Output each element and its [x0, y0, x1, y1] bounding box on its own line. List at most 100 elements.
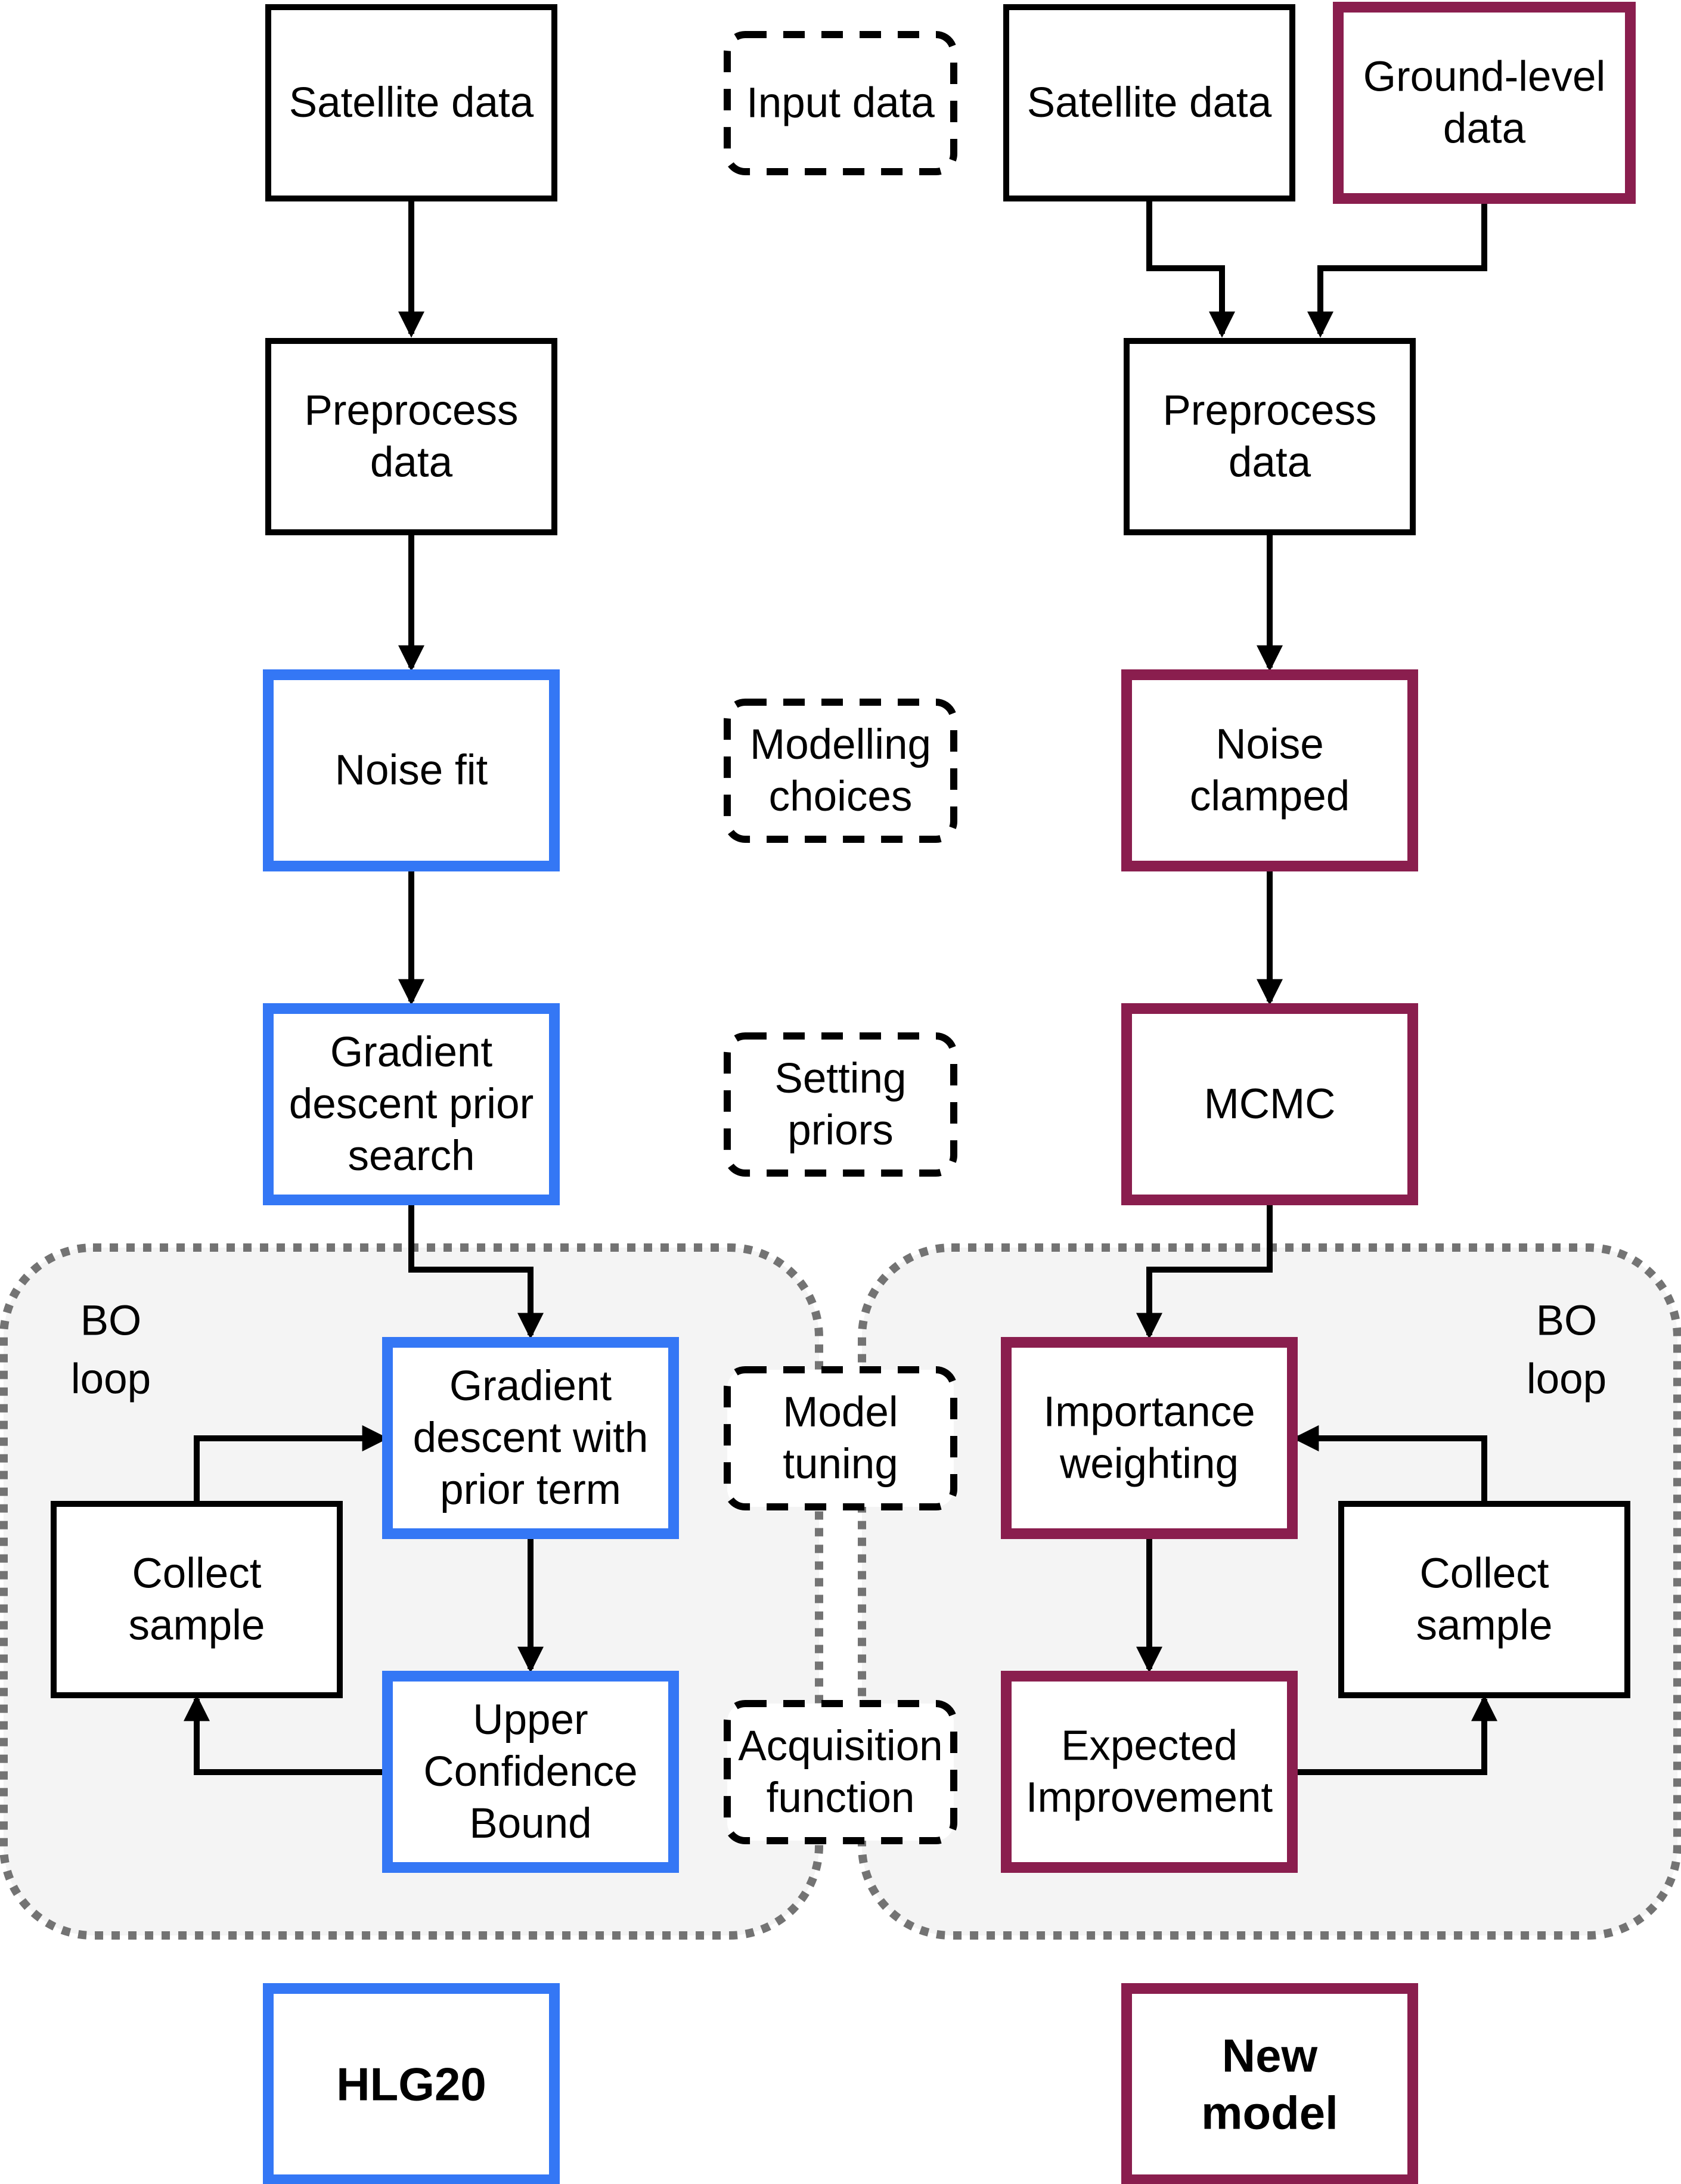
right-collect-sample-label-line-1: Collect — [1419, 1550, 1549, 1597]
mcmc-label: MCMC — [1204, 1081, 1336, 1128]
right-satellite-label: Satellite data — [1027, 79, 1272, 126]
model-tuning-label-line-2: tuning — [783, 1441, 898, 1488]
left-gd-prior-search-label-line-3: search — [348, 1133, 474, 1180]
ground-level-label-line-2: data — [1443, 106, 1526, 153]
edge-right-collect-to-importance — [1292, 1425, 1487, 1502]
left-noise-fit-node: Noise fit — [263, 669, 560, 871]
right-collect-sample-node: Collect sample — [1338, 1501, 1630, 1698]
left-collect-sample-label: Collect sample — [129, 1550, 265, 1649]
model-tuning-label-line-1: Model — [783, 1389, 898, 1436]
left-gd-prior-term-label-line-1: Gradient — [449, 1363, 612, 1410]
left-gd-prior-term-label-line-3: prior term — [440, 1466, 621, 1513]
noise-clamped-label-line-1: Noise — [1215, 721, 1324, 768]
left-ucb-label-line-1: Upper — [473, 1696, 588, 1744]
setting-priors-label: Setting priors — [774, 1055, 906, 1154]
left-collect-sample-label-line-1: Collect — [132, 1550, 261, 1597]
noise-clamped-label: Noise clamped — [1190, 721, 1350, 820]
left-bo-loop-label-line-2: loop — [71, 1356, 151, 1403]
model-tuning-label: Model tuning — [783, 1389, 898, 1488]
edge-left-gd-prior-search-to-gd-prior-term — [408, 1203, 544, 1339]
left-gd-prior-search-label-line-2: descent prior — [289, 1081, 534, 1128]
right-collect-sample-label: Collect sample — [1416, 1550, 1553, 1649]
importance-weighting-node: Importance weighting — [1001, 1337, 1298, 1539]
left-preprocess-label-line-2: data — [370, 439, 453, 486]
edge-left-ucb-to-collect-sample — [183, 1695, 384, 1775]
left-ucb-label-line-2: Confidence — [423, 1748, 637, 1795]
left-ucb-label-line-3: Bound — [469, 1800, 591, 1847]
hlg20-label: HLG20 — [336, 2058, 486, 2111]
right-satellite-node: Satellite data — [1003, 4, 1295, 201]
hlg20-label-line-1: HLG20 — [336, 2058, 486, 2111]
right-collect-sample-label-line-2: sample — [1416, 1602, 1553, 1649]
modelling-choices-label-line-1: Modelling — [750, 721, 931, 768]
left-satellite-node: Satellite data — [265, 4, 557, 201]
ground-level-label-line-1: Ground-level — [1363, 54, 1605, 101]
hlg20-model-node: HLG20 — [263, 1983, 560, 2184]
modelling-choices-label-line-2: choices — [769, 773, 913, 820]
input-data-label: Input data — [746, 80, 935, 127]
noise-clamped-node: Noise clamped — [1121, 669, 1418, 871]
left-satellite-label-line-1: Satellite data — [289, 79, 534, 126]
modelling-choices-label: Modelling choices — [750, 721, 931, 820]
left-bo-loop-label-line-1: BO — [80, 1298, 142, 1345]
edge-right-satellite-to-preprocess — [1146, 198, 1236, 338]
importance-weighting-label-line-2: weighting — [1059, 1441, 1239, 1488]
setting-priors-label-line-1: Setting — [774, 1055, 906, 1102]
input-data-category: Input data — [724, 31, 957, 175]
edge-right-ground-to-preprocess — [1307, 201, 1487, 338]
input-data-label-line-1: Input data — [746, 80, 935, 127]
ground-level-label: Ground-level data — [1363, 54, 1605, 153]
connectors — [183, 198, 1498, 1775]
new-model-label-line-1: New — [1222, 2030, 1318, 2082]
modelling-choices-category: Modelling choices — [724, 699, 957, 843]
left-gd-prior-search-label: Gradient descent prior search — [289, 1029, 534, 1180]
model-tuning-category: Model tuning — [724, 1366, 957, 1510]
mcmc-node: MCMC — [1121, 1003, 1418, 1205]
expected-improvement-label-line-1: Expected — [1061, 1723, 1238, 1770]
acquisition-function-label-line-1: Acquisition — [738, 1723, 942, 1770]
left-collect-sample-node: Collect sample — [51, 1501, 343, 1698]
right-bo-loop-label-line-2: loop — [1527, 1356, 1606, 1403]
right-satellite-label-line-1: Satellite data — [1027, 79, 1272, 126]
left-satellite-label: Satellite data — [289, 79, 534, 126]
left-noise-fit-label-line-1: Noise fit — [335, 747, 488, 794]
importance-weighting-label-line-1: Importance — [1043, 1389, 1255, 1436]
importance-weighting-label: Importance weighting — [1043, 1389, 1255, 1488]
left-gd-prior-search-node: Gradient descent prior search — [263, 1003, 560, 1205]
setting-priors-label-line-2: priors — [787, 1107, 894, 1154]
edge-right-mcmc-to-importance — [1136, 1203, 1273, 1339]
right-preprocess-label-line-2: data — [1229, 439, 1311, 486]
left-preprocess-label-line-1: Preprocess — [304, 387, 518, 435]
setting-priors-category: Setting priors — [724, 1032, 957, 1177]
expected-improvement-label-line-2: Improvement — [1026, 1774, 1273, 1822]
left-gd-prior-term-label-line-2: descent with — [413, 1414, 649, 1462]
edge-right-expected-improvement-to-collect — [1297, 1695, 1498, 1775]
left-noise-fit-label: Noise fit — [335, 747, 488, 794]
noise-clamped-label-line-2: clamped — [1190, 773, 1350, 820]
right-preprocess-label-line-1: Preprocess — [1162, 387, 1376, 435]
left-collect-sample-label-line-2: sample — [129, 1602, 265, 1649]
mcmc-label-line-1: MCMC — [1204, 1081, 1336, 1128]
new-model-label-line-2: model — [1201, 2087, 1338, 2139]
ground-level-node: Ground-level data — [1333, 2, 1636, 204]
acquisition-function-label-line-2: function — [767, 1774, 915, 1822]
edge-left-collect-sample-to-gd-prior-term — [194, 1425, 389, 1502]
left-bo-loop-label: BO loop — [71, 1298, 151, 1403]
left-gd-prior-search-label-line-1: Gradient — [330, 1029, 493, 1076]
